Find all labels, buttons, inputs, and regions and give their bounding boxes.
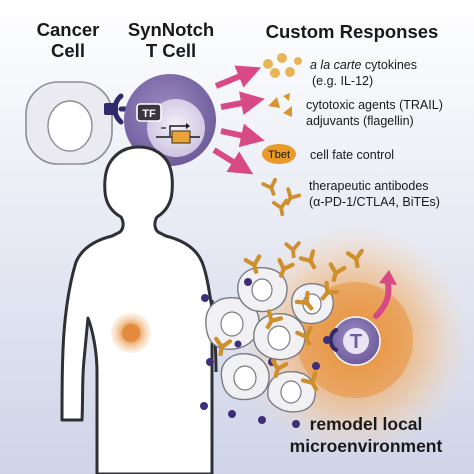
t-cell-label: T bbox=[350, 331, 362, 353]
cancer-cell-header-line1: Cancer bbox=[37, 19, 100, 40]
remodel-label-line1: remodel local bbox=[310, 414, 423, 434]
cell-fate-label: cell fate control bbox=[310, 148, 394, 162]
synnotch-header-line2: T Cell bbox=[146, 40, 196, 61]
human-silhouette bbox=[60, 145, 214, 474]
promoter-arrow bbox=[169, 125, 186, 136]
adjuvants-label: adjuvants (flagellin) bbox=[306, 114, 414, 128]
receptor-cup bbox=[112, 93, 124, 125]
tumor-core bbox=[122, 324, 140, 342]
cancer-cell-header-line2: Cell bbox=[51, 40, 85, 61]
tumor-cell-cluster bbox=[205, 267, 334, 413]
tf-box bbox=[136, 103, 162, 122]
arrow-to-cytotoxic bbox=[220, 91, 265, 116]
output-arrows bbox=[212, 65, 265, 175]
custom-responses-header: Custom Responses bbox=[266, 21, 439, 42]
remodel-label-line2: microenvironment bbox=[290, 436, 443, 456]
synnotch-t-cell: TF bbox=[124, 74, 216, 166]
gene-box bbox=[171, 130, 191, 144]
effector-t-cell: T bbox=[323, 316, 381, 366]
arrow-to-antibodies bbox=[212, 147, 254, 175]
arrow-to-cytokines bbox=[214, 65, 262, 89]
cancer-cell-nucleus bbox=[47, 100, 93, 152]
cancer-cell bbox=[25, 81, 113, 165]
effector-t-cell-nucleus bbox=[343, 328, 369, 354]
cytotoxic-agents-label: cytotoxic agents (TRAIL) bbox=[306, 98, 443, 112]
tf-label: TF bbox=[142, 108, 156, 120]
arrow-to-cell-fate bbox=[220, 123, 265, 148]
remodel-arrowhead bbox=[379, 270, 397, 285]
tbet-ellipse bbox=[262, 144, 296, 164]
cytotoxic-agents-icon bbox=[268, 93, 292, 117]
antibodies-label-line1: therapeutic antibodes bbox=[309, 179, 429, 193]
tbet-label: Tbet bbox=[268, 149, 290, 161]
cytokines-label: a la carte cytokines bbox=[310, 58, 417, 72]
tbet-badge: Tbet bbox=[262, 144, 296, 164]
antibodies-label-line2: (α-PD-1/CTLA4, BiTEs) bbox=[309, 195, 440, 209]
remodel-curved-arrow bbox=[373, 281, 392, 319]
tumor-cell bbox=[237, 267, 288, 313]
cytokines-example-label: (e.g. IL-12) bbox=[312, 74, 373, 88]
tumor-cell bbox=[267, 371, 316, 413]
synnotch-header-line1: SynNotch bbox=[128, 19, 214, 40]
cytokine-icon bbox=[263, 53, 302, 78]
tumor-cell bbox=[220, 353, 270, 401]
